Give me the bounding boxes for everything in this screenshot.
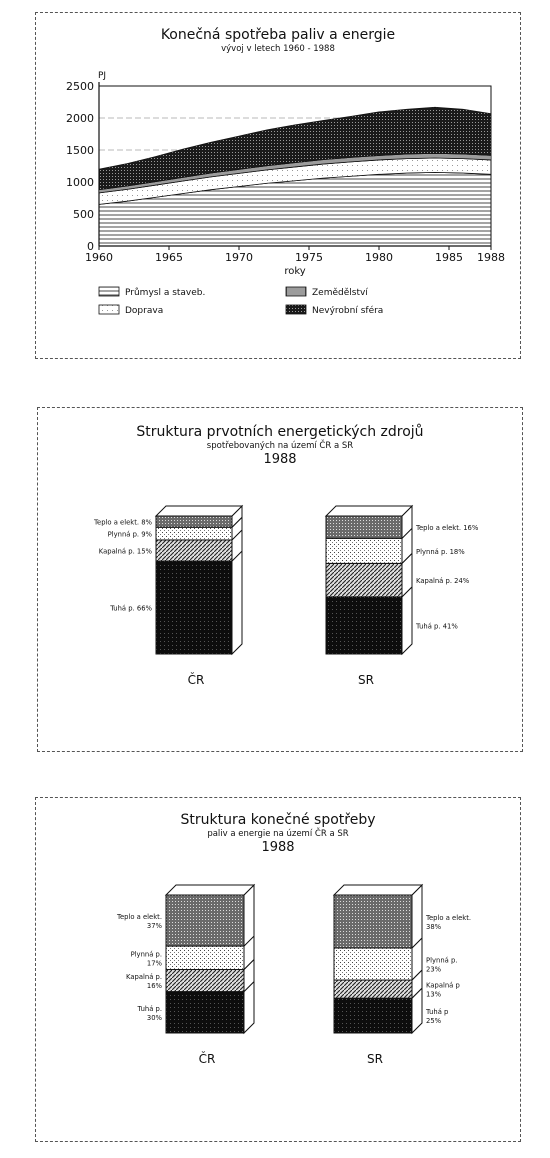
segment-label: Tuhá p. bbox=[136, 1005, 162, 1013]
bar-side-face bbox=[231, 549, 243, 656]
x-tick-label: 1980 bbox=[365, 251, 393, 264]
segment-label: Teplo a elekt. bbox=[116, 913, 162, 921]
legend-swatch bbox=[98, 304, 120, 315]
x-tick-label: 1960 bbox=[85, 251, 113, 264]
segment-label: Kapalná p. 15% bbox=[99, 548, 153, 556]
segment-heat-electricity-sr bbox=[333, 894, 413, 949]
bar-top-face bbox=[332, 884, 424, 896]
bar-side-face bbox=[401, 585, 413, 656]
category-label: SR bbox=[367, 1052, 383, 1066]
category-label: ČR bbox=[199, 1051, 216, 1066]
segment-solid-sr bbox=[325, 596, 403, 655]
segment-label: 30% bbox=[147, 1014, 163, 1022]
segment-label: Tuhá p bbox=[425, 1008, 448, 1016]
plot-frame bbox=[98, 85, 492, 247]
final-consumption-panel: Struktura konečné spotřeby paliv a energ… bbox=[35, 797, 521, 1142]
segment-label: Plynná p. 9% bbox=[108, 531, 153, 539]
segment-liquid-sr bbox=[333, 979, 413, 999]
segment-solid-cr bbox=[155, 560, 233, 655]
y-tick-label: 500 bbox=[73, 208, 94, 221]
x-tick-label: 1970 bbox=[225, 251, 253, 264]
segment-gas-sr bbox=[325, 537, 403, 564]
segment-label: Tuhá p. 66% bbox=[109, 605, 152, 613]
area-chart-title: Konečná spotřeba paliv a energie bbox=[160, 27, 396, 43]
segment-solid-sr bbox=[333, 997, 413, 1034]
segment-label: 37% bbox=[147, 922, 163, 930]
segment-label: 38% bbox=[426, 923, 442, 931]
primary-sources-panel: Struktura prvotních energetických zdrojů… bbox=[37, 407, 523, 752]
legend-swatch bbox=[98, 286, 120, 297]
x-axis-label: roky bbox=[284, 266, 305, 277]
y-axis-label: PJ bbox=[98, 71, 106, 81]
segment-label: Plynná p. bbox=[426, 957, 457, 965]
category-label: ČR bbox=[188, 672, 205, 687]
final-consumption-title: Struktura konečné spotřeby bbox=[180, 812, 376, 828]
final-consumption-subtitle: paliv a energie na území ČR a SR bbox=[207, 829, 349, 839]
primary-sources-title: Struktura prvotních energetických zdrojů bbox=[136, 424, 424, 440]
x-tick-label: 1988 bbox=[477, 251, 505, 264]
segment-heat-electricity-cr bbox=[165, 894, 245, 947]
legend-label: Průmysl a staveb. bbox=[125, 287, 205, 298]
segment-label: Kapalná p. 24% bbox=[416, 577, 470, 585]
x-tick-label: 1965 bbox=[155, 251, 183, 264]
segment-label: Tuhá p. 41% bbox=[415, 622, 458, 630]
bar-top-face bbox=[324, 505, 414, 517]
y-tick-label: 1500 bbox=[66, 144, 94, 157]
legend-swatch bbox=[285, 286, 307, 297]
segment-label: 16% bbox=[147, 982, 163, 990]
segment-label: Plynná p. bbox=[131, 950, 162, 958]
segment-label: Kapalná p. bbox=[126, 973, 162, 981]
segment-gas-cr bbox=[155, 526, 233, 541]
legend-label: Nevýrobní sféra bbox=[312, 305, 383, 316]
y-tick-label: 0 bbox=[87, 240, 94, 253]
segment-label: Teplo a elekt. bbox=[425, 914, 471, 922]
legend-swatch bbox=[285, 304, 307, 315]
segment-heat-electricity-cr bbox=[155, 515, 233, 528]
segment-label: Plynná p. 18% bbox=[416, 548, 465, 556]
y-tick-label: 2000 bbox=[66, 112, 94, 125]
legend-label: Zemědělství bbox=[312, 288, 368, 298]
segment-label: Kapalná p bbox=[426, 982, 460, 990]
area-chart-panel: Konečná spotřeba paliv a energie vývoj v… bbox=[35, 12, 521, 359]
bar-top-face bbox=[154, 505, 244, 517]
area-chart-subtitle: vývoj v letech 1960 - 1988 bbox=[221, 44, 335, 54]
area-chart: 0 500 1000 1500 2000 2500 PJ 1960 1965 1970 1975 19… bbox=[66, 71, 505, 316]
segment-label: Teplo a elekt. 8% bbox=[93, 519, 153, 527]
segment-liquid-sr bbox=[325, 562, 403, 598]
legend-label: Doprava bbox=[125, 306, 163, 316]
segment-liquid-cr bbox=[165, 969, 245, 993]
segment-gas-cr bbox=[165, 945, 245, 971]
segment-gas-sr bbox=[333, 947, 413, 981]
x-tick-label: 1975 bbox=[295, 251, 323, 264]
final-consumption-chart: Tuhá p.30%Kapalná p.16%Plynná p.17%Teplo… bbox=[116, 883, 471, 1066]
segment-label: 25% bbox=[426, 1017, 442, 1025]
primary-sources-year: 1988 bbox=[263, 452, 297, 467]
segment-solid-cr bbox=[165, 991, 245, 1034]
y-tick-label: 1000 bbox=[66, 176, 94, 189]
primary-sources-subtitle: spotřebovaných na území ČR a SR bbox=[206, 441, 354, 451]
bar-top-face bbox=[164, 884, 256, 896]
segment-liquid-cr bbox=[155, 539, 233, 562]
segment-label: 23% bbox=[426, 966, 442, 974]
segment-heat-electricity-sr bbox=[325, 515, 403, 539]
segment-label: Teplo a elekt. 16% bbox=[415, 524, 479, 532]
final-consumption-year: 1988 bbox=[261, 840, 295, 855]
segment-label: 17% bbox=[147, 959, 163, 967]
x-tick-label: 1985 bbox=[435, 251, 463, 264]
category-label: SR bbox=[358, 673, 374, 687]
y-tick-label: 2500 bbox=[66, 80, 94, 93]
segment-label: 13% bbox=[426, 991, 442, 999]
primary-sources-chart: Tuhá p. 66% Kapalná p. 15% Plynná p. 9% Tep… bbox=[93, 504, 479, 687]
bar-side-face bbox=[411, 883, 423, 950]
